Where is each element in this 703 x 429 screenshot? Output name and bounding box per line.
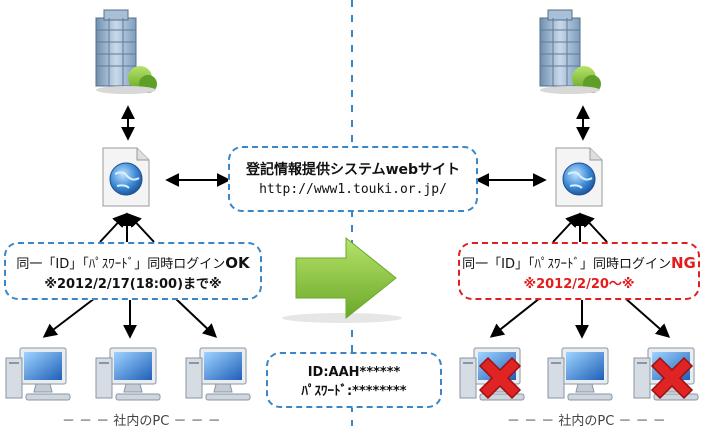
login-ng-prefix: 同一「ID」「ﾊﾟｽﾜｰﾄﾞ」同時ログイン: [462, 257, 671, 272]
credentials-password: ﾊﾟｽﾜｰﾄﾞ:********: [301, 384, 407, 399]
login-ng-line: 同一「ID」「ﾊﾟｽﾜｰﾄﾞ」同時ログインNG: [460, 253, 698, 275]
office-building-icon-left: [95, 9, 158, 95]
pc-arrows-left: [42, 297, 218, 339]
website-box: 登記情報提供システムwebサイト http://www1.touki.or.jp…: [228, 146, 478, 212]
green-arrow-icon: [282, 236, 402, 323]
login-ok-line: 同一「ID」「ﾊﾟｽﾜｰﾄﾞ」同時ログインOK: [6, 253, 260, 275]
pc-arrows-right: [489, 297, 671, 339]
login-ng-start: ※2012/2/20～※: [523, 277, 635, 292]
desktop-computer-icon: [547, 347, 613, 401]
login-arrows-left: [99, 212, 155, 243]
login-ok-status: OK: [225, 254, 250, 272]
caption-right: － － － 社内のPC － － －: [505, 410, 668, 429]
login-arrows-right: [552, 212, 608, 243]
credentials-id: ID:AAH******: [307, 365, 401, 380]
credentials-box: ID:AAH****** ﾊﾟｽﾜｰﾄﾞ:********: [266, 352, 442, 408]
globe-document-icon-right: [555, 147, 603, 207]
globe-document-icon-left: [102, 147, 150, 207]
login-ok-prefix: 同一「ID」「ﾊﾟｽﾜｰﾄﾞ」同時ログイン: [16, 257, 226, 272]
website-title: 登記情報提供システムwebサイト: [245, 162, 461, 178]
login-ok-deadline: ※2012/2/17(18:00)まで※: [44, 277, 222, 292]
caption-left: － － － 社内のPC － － －: [60, 410, 223, 429]
office-building-icon-right: [539, 9, 602, 95]
login-ok-box: 同一「ID」「ﾊﾟｽﾜｰﾄﾞ」同時ログインOK ※2012/2/17(18:00…: [4, 242, 262, 300]
desktop-computer-icon: [185, 347, 251, 401]
login-ng-status: NG: [670, 254, 696, 272]
website-url: http://www1.touki.or.jp/: [259, 182, 447, 197]
desktop-computer-icon: [5, 347, 71, 401]
desktop-computer-icon: [95, 347, 161, 401]
login-ng-box: 同一「ID」「ﾊﾟｽﾜｰﾄﾞ」同時ログインNG ※2012/2/20～※: [458, 242, 700, 300]
